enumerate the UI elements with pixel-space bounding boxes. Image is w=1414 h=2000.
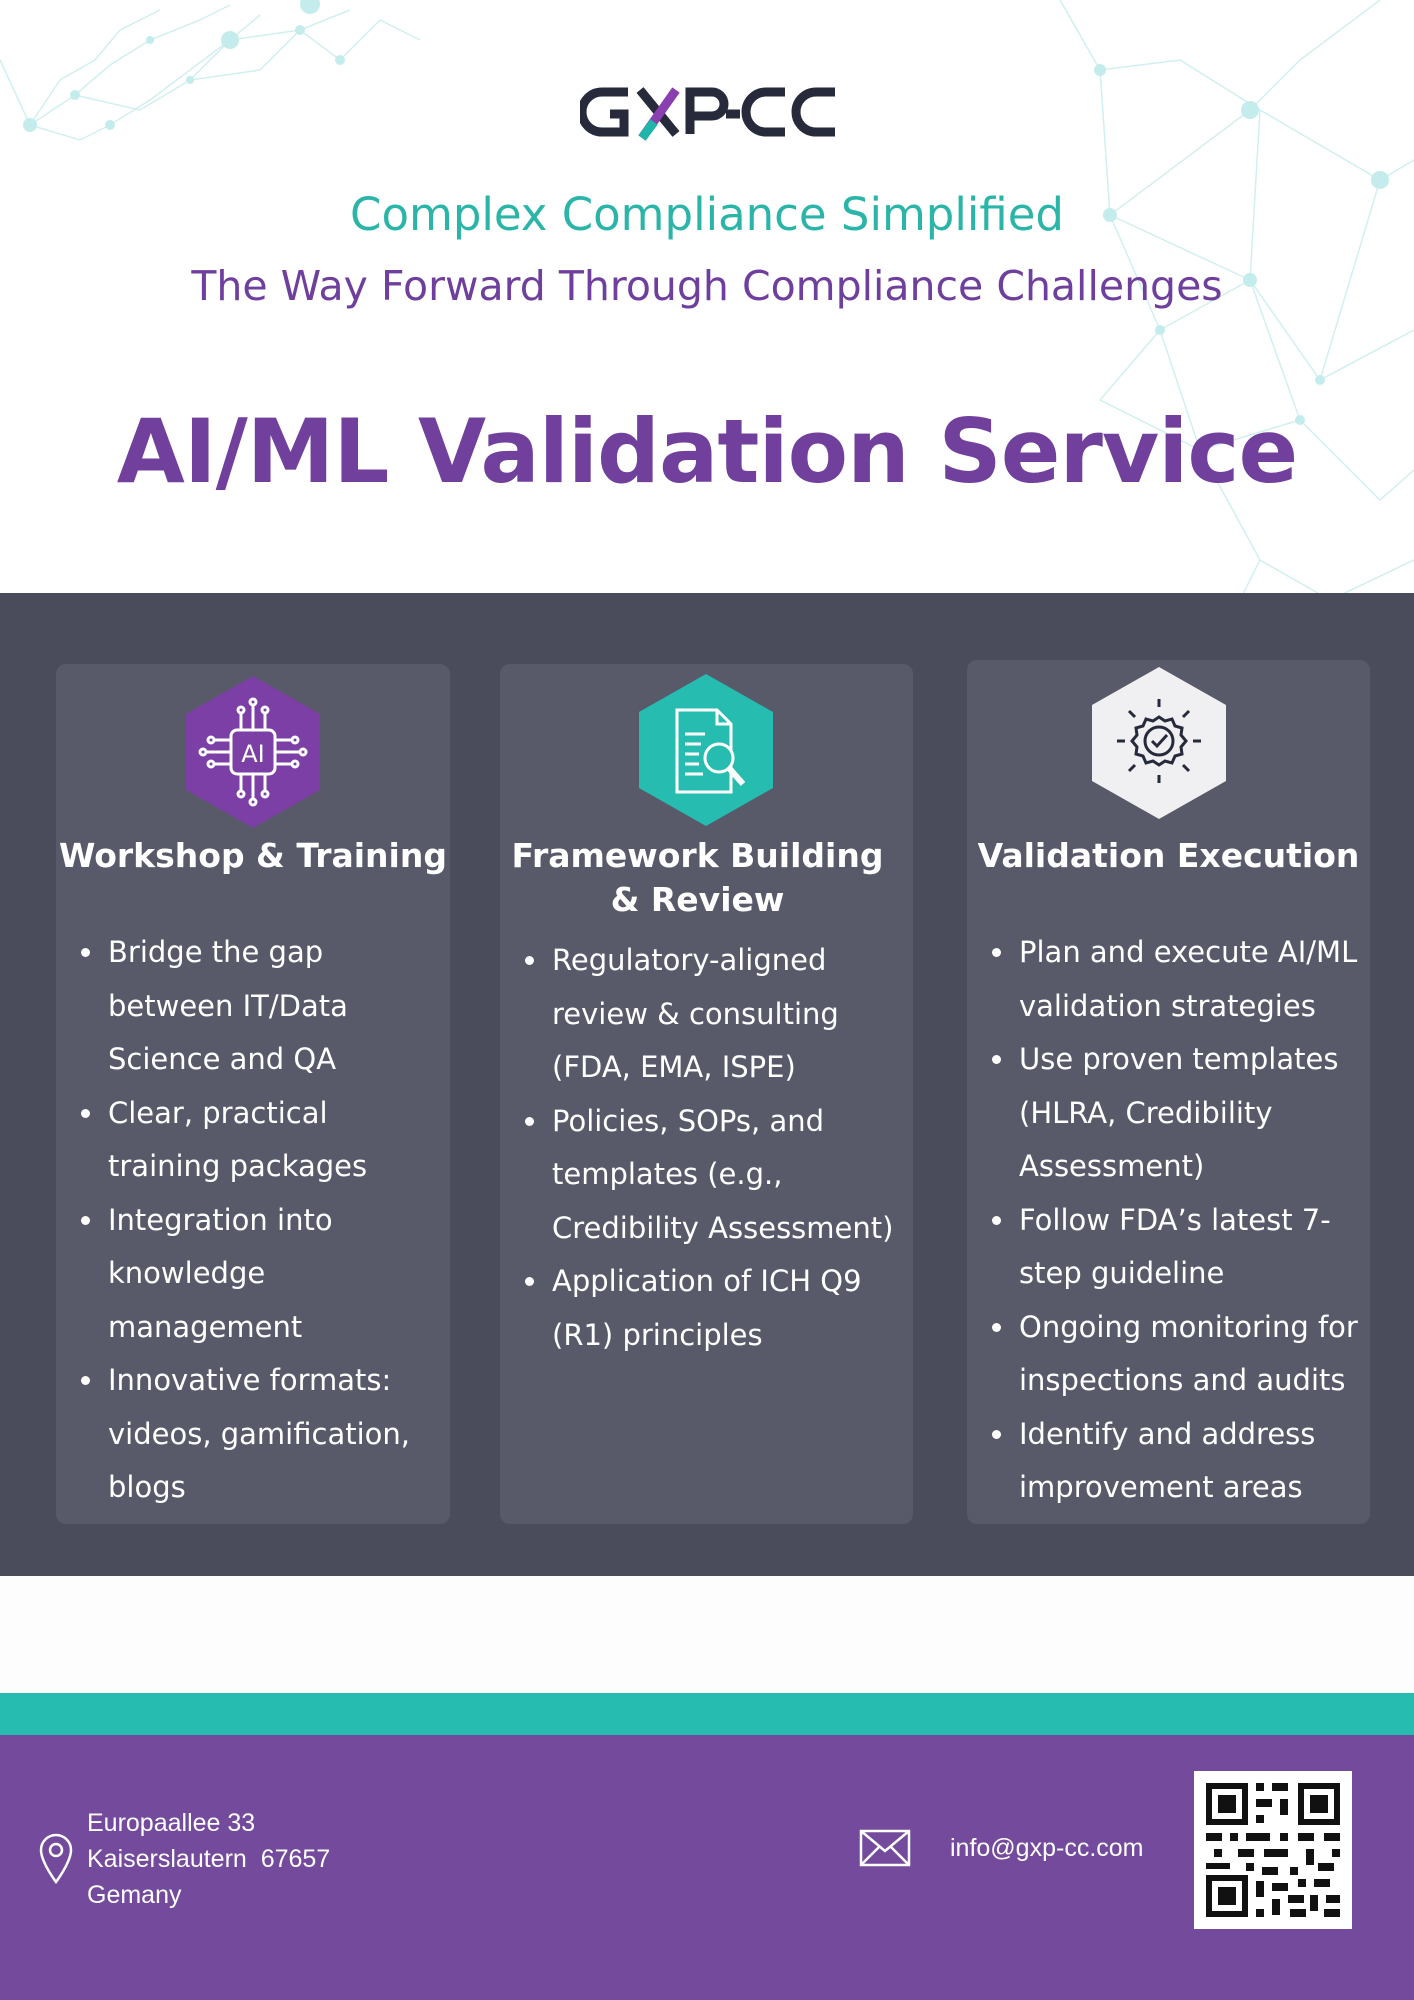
card-title: Validation Execution [977,836,1360,875]
verified-badge-icon [1092,667,1226,819]
card-workshop-training: AI Workshop & Training Bridge the gap be… [56,664,450,1524]
address-line: Europaallee 33 [87,1809,256,1837]
footer [0,1735,1414,2000]
list-item: Policies, SOPs, and templates (e.g., Cre… [550,1095,920,1256]
list-item: Follow FDA’s latest 7-step guideline [1017,1194,1377,1301]
card-framework-building: Framework Building & Review Regulatory-a… [500,664,913,1524]
card-bullet-list: Plan and execute AI/ML validation strate… [967,926,1377,1515]
list-item: Clear, practical training packages [106,1087,436,1194]
page-title: AI/ML Validation Service [116,400,1298,503]
svg-text:AI: AI [241,740,265,768]
card-bullet-list: Bridge the gap between IT/Data Science a… [56,926,436,1515]
company-logo [580,87,835,141]
document-search-icon [639,674,773,826]
qr-code[interactable] [1194,1771,1352,1929]
card-title: Framework Building & Review [511,836,884,919]
list-item: Identify and address improvement areas [1017,1408,1377,1515]
list-item: Application of ICH Q9 (R1) principles [550,1255,920,1362]
footer-address: Europaallee 33 Kaiserslautern 67657 Gema… [87,1805,330,1913]
ai-chip-icon: AI [186,676,320,828]
spacer [0,1576,1414,1693]
tagline-primary: Complex Compliance Simplified [350,188,1064,241]
tagline-secondary: The Way Forward Through Compliance Chall… [191,262,1223,310]
address-line: Gemany [87,1881,182,1909]
envelope-icon [859,1829,911,1867]
list-item: Plan and execute AI/ML validation strate… [1017,926,1377,1033]
location-pin-icon [39,1833,73,1884]
card-bullet-list: Regulatory-aligned review & consulting (… [500,934,920,1362]
network-background [0,0,1414,701]
list-item: Innovative formats: videos, gamification… [106,1354,436,1515]
card-validation-execution: Validation Execution Plan and execute AI… [967,660,1370,1524]
list-item: Ongoing monitoring for inspections and a… [1017,1301,1377,1408]
list-item: Regulatory-aligned review & consulting (… [550,934,920,1095]
footer-accent-bar [0,1693,1414,1735]
list-item: Use proven templates (HLRA, Credibility … [1017,1033,1377,1194]
list-item: Bridge the gap between IT/Data Science a… [106,926,436,1087]
card-title: Workshop & Training [59,836,447,875]
email-link[interactable]: info@gxp-cc.com [950,1834,1144,1862]
list-item: Integration into knowledge management [106,1194,436,1355]
address-line: Kaiserslautern 67657 [87,1845,331,1873]
